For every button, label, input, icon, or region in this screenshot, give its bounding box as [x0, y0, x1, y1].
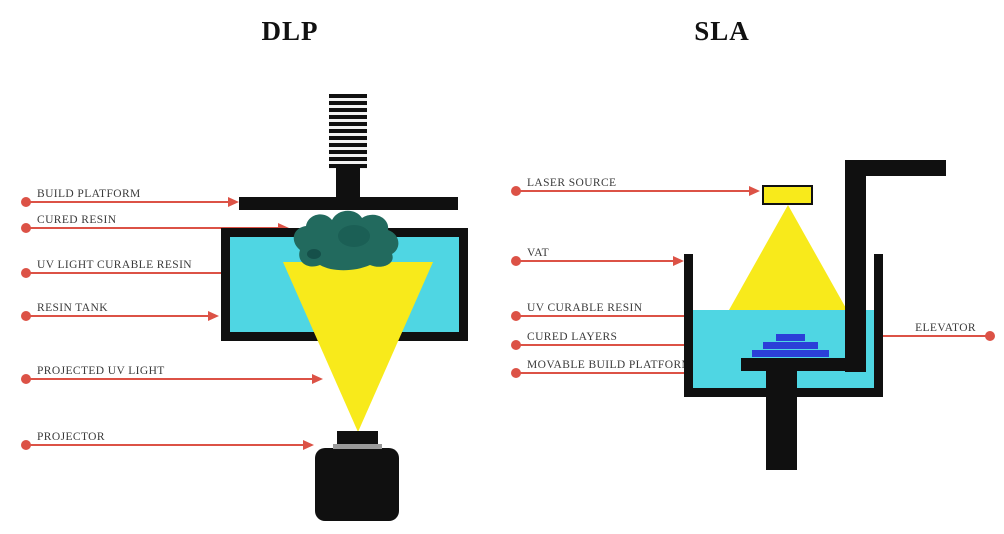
callout-projected-uv-light: PROJECTED UV LIGHT — [21, 363, 323, 384]
callout-projector: PROJECTOR — [21, 429, 314, 450]
arrowhead-icon — [303, 440, 314, 450]
leader-line — [517, 372, 732, 374]
dot-icon — [21, 223, 31, 233]
laser-beam-shape — [729, 205, 847, 310]
leader-line — [856, 335, 986, 337]
projected-uv-light-shape — [283, 262, 433, 432]
arrowhead-icon — [228, 197, 239, 207]
projector-lens-shape — [337, 431, 378, 446]
leader-line — [27, 378, 315, 380]
callout-cured-resin: CURED RESIN — [21, 212, 289, 233]
sla-title: SLA — [694, 16, 750, 46]
dot-icon — [511, 186, 521, 196]
dot-icon — [511, 256, 521, 266]
platform-shaft-shape — [766, 371, 797, 470]
callout-label: RESIN TANK — [37, 302, 108, 314]
dot-icon — [511, 311, 521, 321]
build-platform-shape — [239, 197, 458, 210]
leader-line — [27, 315, 211, 317]
vat-left-wall-shape — [684, 254, 693, 397]
cured-resin-blob — [293, 210, 399, 271]
callout-label: PROJECTOR — [37, 431, 105, 443]
dot-icon — [21, 197, 31, 207]
arrowhead-icon — [208, 311, 219, 321]
leader-line — [27, 444, 306, 446]
laser-source-shape — [762, 185, 813, 205]
callout-label: MOVABLE BUILD PLATFORM — [527, 359, 693, 371]
callout-label: UV LIGHT CURABLE RESIN — [37, 259, 193, 271]
callout-label: PROJECTED UV LIGHT — [37, 365, 165, 377]
leader-line — [517, 190, 752, 192]
callout-resin-tank: RESIN TANK — [21, 300, 219, 321]
callout-label: LASER SOURCE — [527, 177, 617, 189]
callout-label: CURED RESIN — [37, 214, 117, 226]
cured-layer-shape — [752, 350, 829, 357]
vat-right-wall-shape — [874, 254, 883, 397]
arrowhead-icon — [749, 186, 760, 196]
callout-vat: VAT — [511, 245, 684, 266]
callout-uv-light-curable-resin: UV LIGHT CURABLE RESIN — [21, 257, 247, 278]
dlp-title: DLP — [261, 16, 319, 46]
callout-label: VAT — [527, 247, 550, 259]
leader-line — [517, 260, 676, 262]
cured-layer-shape — [763, 342, 818, 349]
cured-layer-shape — [776, 334, 805, 341]
callout-build-platform: BUILD PLATFORM — [21, 186, 239, 207]
callout-label: BUILD PLATFORM — [37, 188, 141, 200]
dot-icon — [21, 440, 31, 450]
platform-stem-shape — [336, 166, 360, 199]
callout-label: ELEVATOR — [915, 322, 976, 334]
dot-icon — [21, 374, 31, 384]
threaded-screw-shape — [329, 94, 367, 169]
dot-icon — [21, 311, 31, 321]
dot-icon — [511, 340, 521, 350]
dot-icon — [511, 368, 521, 378]
dot-icon — [21, 268, 31, 278]
leader-line — [27, 227, 281, 229]
callout-label: CURED LAYERS — [527, 331, 618, 343]
projector-strip-shape — [333, 444, 382, 449]
leader-line — [27, 201, 231, 203]
elevator-column-shape — [845, 160, 866, 372]
arrowhead-icon — [673, 256, 684, 266]
leader-line — [27, 272, 239, 274]
leader-line — [517, 315, 714, 317]
movable-build-platform-shape — [741, 358, 854, 371]
leader-line — [517, 344, 744, 346]
dot-icon — [985, 331, 995, 341]
elevator-arm-shape — [845, 160, 946, 176]
callout-laser-source: LASER SOURCE — [511, 175, 760, 196]
projector-shape — [315, 448, 399, 521]
callout-label: UV CURABLE RESIN — [527, 302, 643, 314]
